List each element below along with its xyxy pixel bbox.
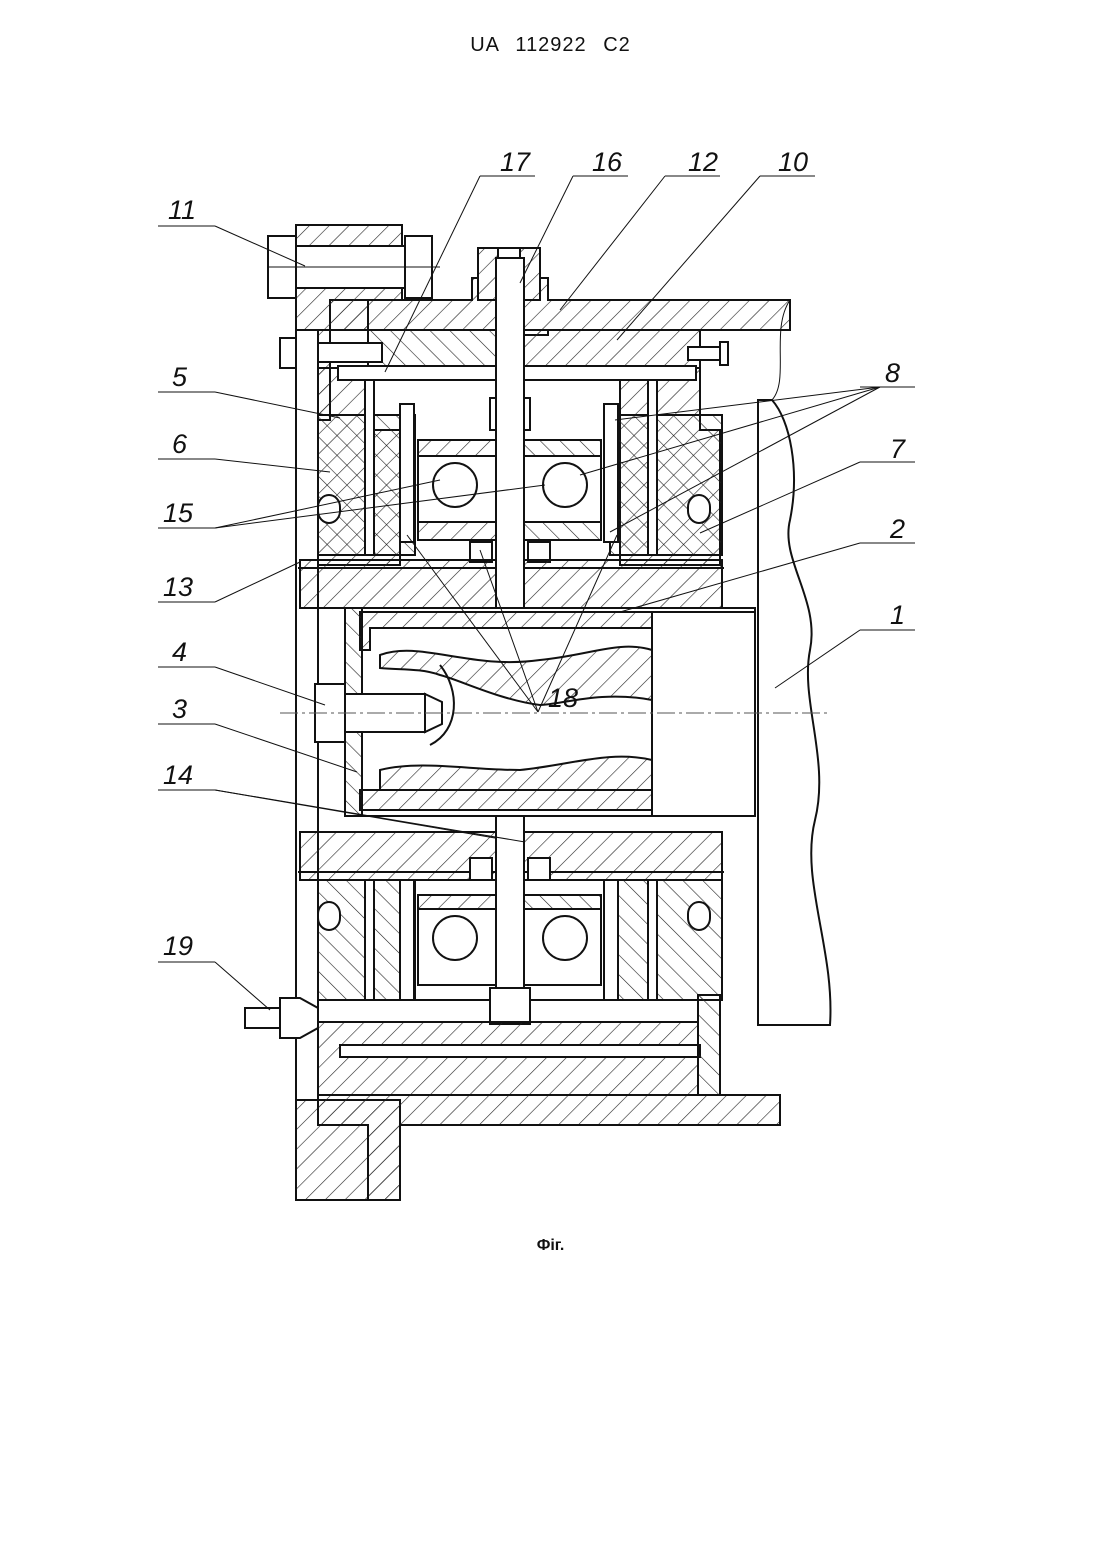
callout-10: 10 <box>778 147 808 177</box>
callout-17: 17 <box>500 147 531 177</box>
callout-16: 16 <box>592 147 623 177</box>
callout-13: 13 <box>163 572 193 602</box>
frame-body <box>758 300 830 1025</box>
callout-7: 7 <box>890 434 906 464</box>
callout-15: 15 <box>163 498 194 528</box>
callout-6: 6 <box>172 429 188 459</box>
callout-8: 8 <box>885 358 900 388</box>
callout-4: 4 <box>172 637 187 667</box>
callout-14: 14 <box>163 760 193 790</box>
callout-18: 18 <box>548 683 578 713</box>
figure-caption: Фіг. <box>0 1237 1101 1255</box>
callout-3: 3 <box>172 694 187 724</box>
callout-19: 19 <box>163 931 193 961</box>
callout-2: 2 <box>889 514 905 544</box>
callout-12: 12 <box>688 147 718 177</box>
callout-11: 11 <box>168 195 196 225</box>
callout-1: 1 <box>890 600 905 630</box>
callout-5: 5 <box>172 362 188 392</box>
